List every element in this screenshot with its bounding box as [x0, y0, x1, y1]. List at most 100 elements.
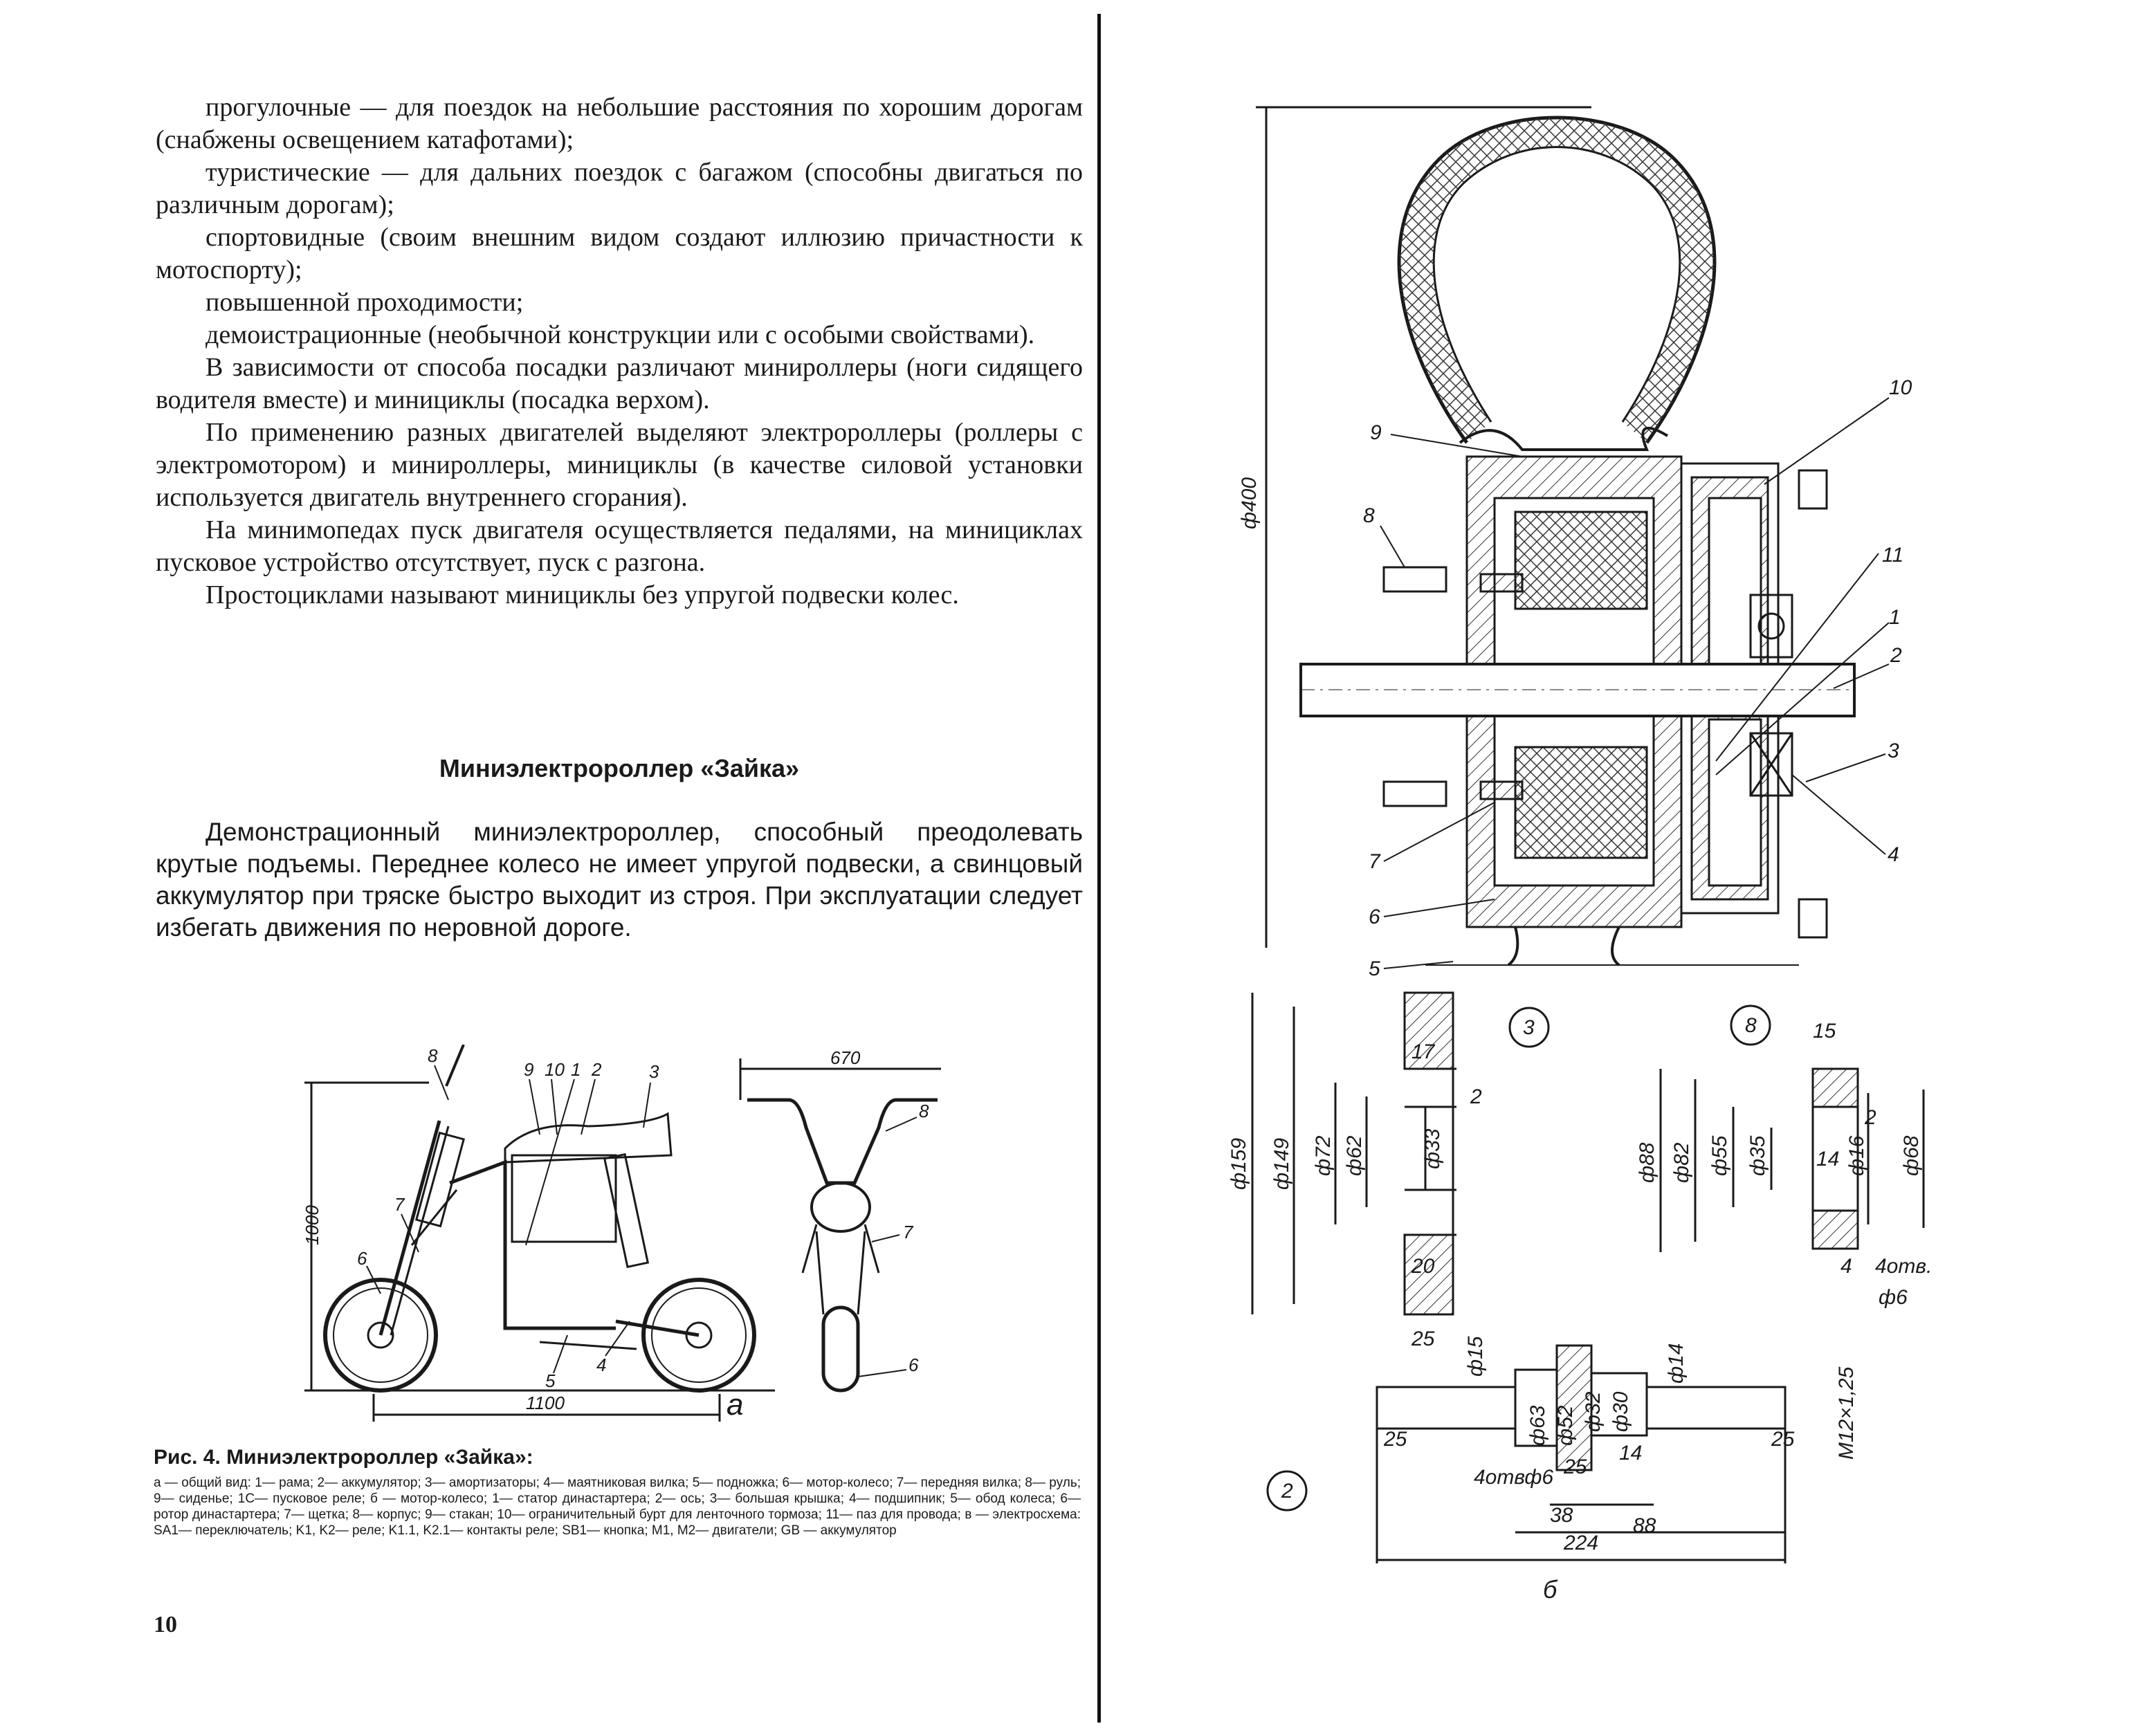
bolt [1798, 898, 1828, 939]
dim-label: ф15 [1464, 1336, 1487, 1377]
front-handlebar [747, 1098, 938, 1185]
dim-label: 4отвф6 [1474, 1466, 1553, 1489]
callout: 4 [1888, 843, 1899, 866]
callout: 11 [1882, 544, 1903, 567]
dim-label: 25 [1411, 1328, 1435, 1350]
stator-top [1514, 511, 1648, 610]
callout: 8 [919, 1101, 929, 1121]
seat [504, 1112, 673, 1164]
callout: 8 [1363, 504, 1375, 527]
dim-width-label: 670 [830, 1047, 861, 1068]
figure-label-b: б [1543, 1575, 1558, 1604]
callout: 10 [1889, 376, 1912, 399]
left-page: прогулочные — для поездок на небольшие р… [154, 91, 1083, 1637]
axle-shaft [1376, 1386, 1517, 1430]
detail-2-marker [1266, 1470, 1308, 1512]
shock-absorber [603, 1153, 650, 1269]
rear-wheel [641, 1278, 756, 1393]
page-number: 10 [154, 1612, 177, 1637]
dim-label: 25 [1771, 1428, 1795, 1451]
dim-label: 224 [1563, 1532, 1598, 1554]
paragraph: В зависимости от способа посадки различа… [156, 353, 1083, 414]
front-wheel-front-view [821, 1305, 860, 1393]
paragraph: По применению разных двигателей выделяют… [156, 418, 1083, 512]
callout: 1 [571, 1059, 581, 1080]
bolt [1798, 469, 1828, 510]
dim-label: ф30 [1609, 1391, 1632, 1432]
demo-text: Демонстрационный миниэлектророллер, спос… [156, 816, 1083, 944]
detail-3-marker [1508, 1007, 1550, 1048]
paragraph: прогулочные — для поездок на небольшие р… [156, 93, 1083, 154]
callout: 4 [596, 1355, 606, 1375]
callout: 5 [1369, 957, 1380, 980]
dim-label: 25 [1383, 1428, 1407, 1451]
callout: 9 [1370, 421, 1382, 444]
paragraph: повышенной проходимости; [205, 288, 524, 317]
detail-2-id: 2 [1281, 1480, 1293, 1503]
frame [449, 1159, 616, 1330]
callout: 6 [1369, 906, 1380, 928]
callout: 1 [1889, 606, 1901, 629]
dim-d400-label: ф400 [1238, 477, 1261, 529]
dim-label: 20 [1411, 1255, 1435, 1278]
dim-label: 4отв. [1875, 1255, 1932, 1278]
dim-label: 4 [1840, 1255, 1852, 1278]
dim-label: ф32 [1582, 1391, 1605, 1432]
paragraph: туристические — для дальних поездок с ба… [156, 158, 1083, 219]
motor-wheel-drawing: ф400 9 8 10 11 1 2 3 4 7 6 5 3 ф159 ф149… [1227, 106, 1932, 1604]
dim-label: 14 [1619, 1442, 1642, 1465]
paragraph: Демонстрационный миниэлектророллер, спос… [156, 818, 1083, 942]
section-heading: Миниэлектророллер «Зайка» [439, 754, 800, 782]
dim-label: 2 [1470, 1085, 1482, 1108]
dim-label: ф68 [1900, 1135, 1923, 1176]
dim-label: 15 [1813, 1020, 1836, 1043]
paragraph: На минимопедах пуск двигателя осуществля… [156, 515, 1083, 577]
front-fork [378, 1120, 441, 1336]
dim-label: 14 [1816, 1148, 1839, 1170]
callout: 3 [649, 1061, 659, 1082]
callout: 9 [524, 1059, 533, 1080]
dim-label: 17 [1412, 1040, 1436, 1063]
dim-label: M12×1,25 [1835, 1366, 1858, 1460]
dim-height-label: 1000 [302, 1205, 322, 1245]
bearing-bottom [1749, 732, 1793, 797]
dim-label: 2 [1864, 1106, 1876, 1129]
detail-8-marker [1730, 1004, 1771, 1046]
caption-body: а — общий вид: 1— рама; 2— аккумулятор; … [154, 1476, 1081, 1538]
caption-title: Рис. 4. Миниэлектророллер «Зайка»: [154, 1446, 533, 1469]
dim-length-label: 1100 [526, 1393, 565, 1413]
footrest [539, 1341, 637, 1350]
bolt [1382, 566, 1447, 593]
dim-label: 88 [1633, 1514, 1656, 1537]
headlight [810, 1182, 871, 1233]
handlebar [445, 1045, 465, 1087]
dim-label: ф62 [1343, 1135, 1366, 1176]
callout: 7 [394, 1194, 405, 1215]
paragraph: спортовидные (своим внешним видом создаю… [156, 223, 1083, 284]
dim-label: ф82 [1670, 1142, 1693, 1183]
callout: 7 [903, 1222, 914, 1242]
detail-3-id: 3 [1523, 1016, 1535, 1039]
battery [511, 1154, 617, 1243]
callout: 2 [1890, 644, 1902, 667]
body-text: прогулочные — для поездок на небольшие р… [156, 91, 1083, 612]
callout: 2 [591, 1059, 602, 1080]
dim-label: ф63 [1526, 1405, 1549, 1446]
paragraph: Простоциклами называют минициклы без упр… [205, 580, 959, 609]
dim-label: ф16 [1845, 1135, 1868, 1176]
dim-label: 38 [1550, 1504, 1573, 1527]
callout: 5 [545, 1370, 556, 1391]
brush [1479, 573, 1524, 593]
dim-label: ф14 [1665, 1343, 1688, 1384]
callout: 6 [357, 1248, 367, 1269]
callout: 3 [1888, 740, 1899, 762]
callout: 6 [908, 1355, 919, 1375]
bearing-top [1749, 594, 1793, 659]
callout: 8 [428, 1045, 438, 1066]
dim-label: ф6 [1879, 1286, 1908, 1309]
rim [1459, 426, 1669, 451]
right-page: ф400 9 8 10 11 1 2 3 4 7 6 5 3 ф159 ф149… [1107, 0, 2156, 1726]
dim-label: 25 [1563, 1456, 1587, 1478]
book-spine [1097, 14, 1101, 1723]
dim-label: ф52 [1554, 1405, 1577, 1446]
